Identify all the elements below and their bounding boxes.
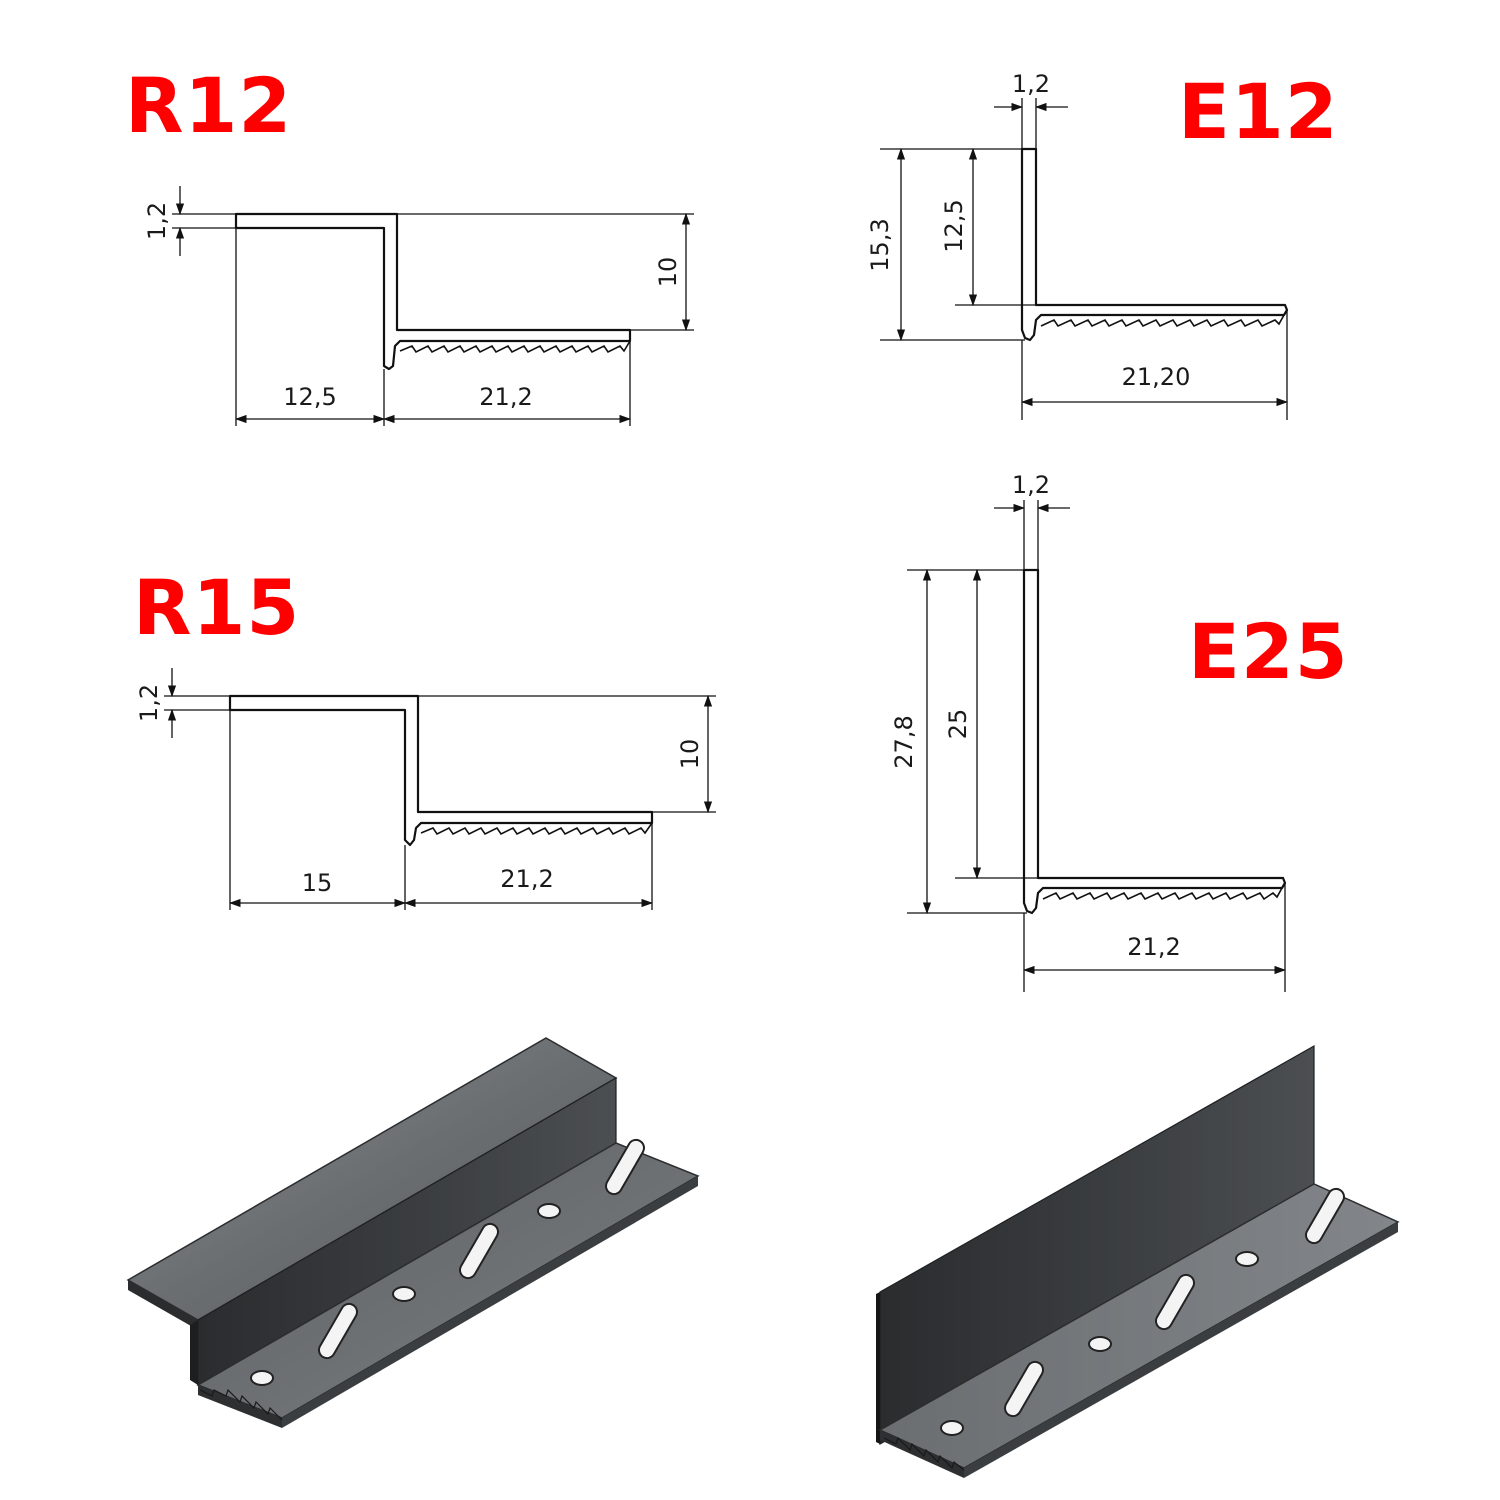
e25-total-height-label: 27,8 [890,715,918,768]
r-profile-3d-render [126,1037,700,1428]
e25-inner-height-label: 25 [944,709,972,740]
e-profile-slot [1155,1273,1195,1331]
e12-total-height-label: 15,3 [866,218,894,271]
r15-width-right-label: 21,2 [500,865,553,893]
r-profile-hole [250,1370,274,1386]
r12-width-right-label: 21,2 [479,383,532,411]
r12-width-left-label: 12,5 [283,383,336,411]
e12-serration [1040,314,1285,328]
e-profile-hole [1088,1336,1112,1352]
r15-serration [420,822,653,836]
r12-profile-drawing: 1,2 10 12,5 21,2 [143,186,694,426]
e25-title: E25 [1188,607,1349,696]
e-profile-3d-render [876,1044,1400,1478]
e12-inner-height-label: 12,5 [940,199,968,252]
r15-height-label: 10 [676,739,704,770]
r-profile-slot [459,1222,499,1280]
e25-base-width-label: 21,2 [1127,933,1180,961]
r-profile-hole [392,1286,416,1302]
r15-profile-drawing: 1,2 10 15 21,2 [135,668,716,910]
e-profile-slot [1305,1187,1345,1245]
r12-serration [399,340,631,354]
r12-profile-outline [234,212,632,371]
r12-title: R12 [125,61,293,150]
r15-profile-outline [228,694,654,847]
e12-title: E12 [1178,67,1339,156]
e12-thickness-label: 1,2 [1012,70,1050,98]
r-profile-hole [537,1203,561,1219]
e25-serration [1042,887,1283,901]
e25-profile-drawing: 1,2 27,8 25 21,2 [890,471,1287,992]
e12-base-width-label: 21,20 [1122,363,1191,391]
e-profile-hole [940,1420,964,1436]
r15-width-left-label: 15 [302,869,333,897]
r15-title: R15 [133,563,301,652]
r12-height-label: 10 [654,257,682,288]
e-profile-hole [1235,1251,1259,1267]
r15-thickness-label: 1,2 [135,684,163,722]
r-profile-slot [605,1138,645,1196]
e25-thickness-label: 1,2 [1012,471,1050,499]
e-profile-slot [1004,1360,1044,1418]
e12-profile-outline [1020,147,1289,342]
e12-profile-drawing: 1,2 15,3 12,5 21,20 [866,70,1289,420]
e25-profile-outline [1022,568,1287,915]
r-profile-slot [318,1302,358,1360]
r12-thickness-label: 1,2 [143,202,171,240]
